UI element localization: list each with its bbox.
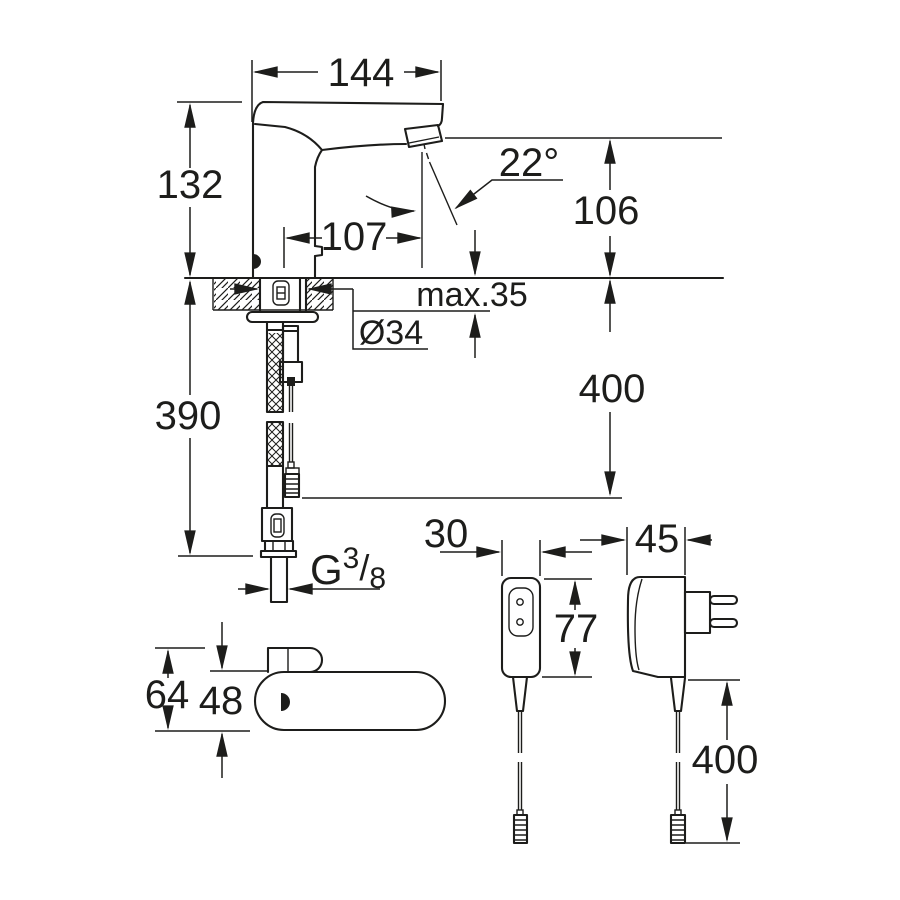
dim-stream-angle-label: 22° <box>499 141 560 185</box>
mounting-shank <box>258 276 308 314</box>
braided-hose-upper <box>267 333 283 412</box>
dim-spout-width-label: 144 <box>328 51 395 95</box>
supply-hose <box>259 320 298 604</box>
dim-spout-reach-label: 107 <box>321 215 388 259</box>
deck-hatch-right <box>307 279 333 310</box>
plug-pin-bottom <box>708 617 739 629</box>
ext-lines <box>626 527 686 575</box>
dim-psu-depth-label: 45 <box>635 517 680 561</box>
spout-underside <box>320 142 408 152</box>
dim-psu-cable-drop-label: 400 <box>692 738 759 782</box>
psu-side-cable <box>675 711 681 810</box>
dim-psu-cable-drop: 400 <box>686 679 759 844</box>
stream-line <box>428 161 458 226</box>
socket-hole-bottom <box>516 618 524 626</box>
dim-spout-reach: 107 <box>283 215 423 268</box>
dim-psu-width-label: 30 <box>424 512 469 556</box>
dim-base-width-label: 48 <box>199 679 244 723</box>
psu-side-view <box>626 575 739 845</box>
pin-block <box>683 590 712 635</box>
plug-neck <box>287 461 295 469</box>
dim-outlet-height-label: 106 <box>573 189 640 233</box>
stream-angle-annotation: 22° <box>365 141 563 268</box>
shank-slot <box>272 280 290 306</box>
valve-slot <box>270 513 285 538</box>
dim-deck-thickness: max.35 <box>353 230 528 358</box>
stream-dash <box>423 143 430 160</box>
deck-edges <box>212 278 334 311</box>
hose-outline <box>265 320 285 510</box>
ext-lines <box>501 540 541 576</box>
union-nut <box>263 539 295 553</box>
sensor-dot-icon <box>281 693 290 711</box>
spout-footprint <box>266 646 324 674</box>
dim-psu-width: 30 <box>424 512 592 576</box>
dim-base-length-label: 64 <box>145 673 190 717</box>
spout-tip-face <box>436 102 445 128</box>
column-notch <box>313 244 324 258</box>
angle-arc-arrow <box>365 195 417 218</box>
dim-body-height: 132 <box>157 101 242 278</box>
thread-pipe <box>269 555 289 604</box>
aerator-block <box>403 123 444 149</box>
psu-socket-face <box>508 587 534 637</box>
faucet-body-outline <box>251 100 445 280</box>
nut-facets <box>272 541 286 551</box>
valve-fitting <box>260 506 294 543</box>
psu-front-plug-ribs <box>514 819 527 841</box>
dim-spout-width: 144 <box>251 51 442 122</box>
psu-front-strain-relief <box>511 675 529 713</box>
cable-sleeve <box>281 324 300 364</box>
psu-side-strain-relief <box>669 676 687 713</box>
psu-side-plug-barrel <box>669 813 687 845</box>
psu-front-body <box>500 576 542 679</box>
base-footprint <box>254 670 446 732</box>
mounting-washer <box>245 310 320 324</box>
dim-thread: G3/8 <box>238 542 386 595</box>
dim-below-deck-height: 390 <box>155 279 253 557</box>
angle-leader <box>454 179 563 210</box>
psu-side-contour <box>634 578 643 671</box>
dim-base-width: 48 <box>199 622 267 778</box>
psu-front-plug-barrel <box>512 813 529 845</box>
dim-psu-height-label: 77 <box>554 607 599 651</box>
psu-side-body <box>626 575 687 679</box>
psu-front-cable <box>517 711 523 810</box>
cable-exit <box>287 377 295 386</box>
dim-cable-drop-label: 400 <box>579 367 646 411</box>
dim-thread-label: G3/8 <box>310 542 386 595</box>
ext-lines <box>251 60 442 122</box>
dim-deck-thickness-label: max.35 <box>416 276 528 314</box>
deck-hatch-left <box>214 279 259 310</box>
sensor-cable <box>278 324 304 499</box>
valve-slot-inner <box>273 518 282 533</box>
faucet-top-view <box>254 646 446 732</box>
psu-side-plug-ribs <box>671 819 685 841</box>
plug-barrel <box>283 472 301 499</box>
dim-base-length: 64 <box>145 647 250 732</box>
dim-psu-height: 77 <box>542 578 599 678</box>
faucet-top-front-edge <box>253 122 324 152</box>
dim-psu-depth: 45 <box>580 517 712 575</box>
dim-below-deck-height-label: 390 <box>155 394 222 438</box>
dim-hole-diameter: Ø34 <box>230 283 428 352</box>
faucet-side-view <box>251 100 445 280</box>
dim-body-height-label: 132 <box>157 163 224 207</box>
socket-hole-top <box>516 598 524 606</box>
leader <box>352 289 428 350</box>
dim-outlet-height: 106 <box>445 137 722 278</box>
psu-front-view <box>500 576 542 845</box>
dim-cable-drop: 400 <box>302 278 646 499</box>
dim-hole-diameter-label: Ø34 <box>359 314 423 352</box>
faucet-column-right-edge <box>313 148 324 280</box>
nut-flange <box>259 549 298 559</box>
sensor-window-icon <box>253 254 261 269</box>
plug-pin-top <box>708 594 739 606</box>
cable-wire <box>288 386 294 462</box>
braided-hose-lower <box>267 422 283 466</box>
aerator-face-line <box>408 136 440 144</box>
plug-ribs <box>285 478 299 494</box>
